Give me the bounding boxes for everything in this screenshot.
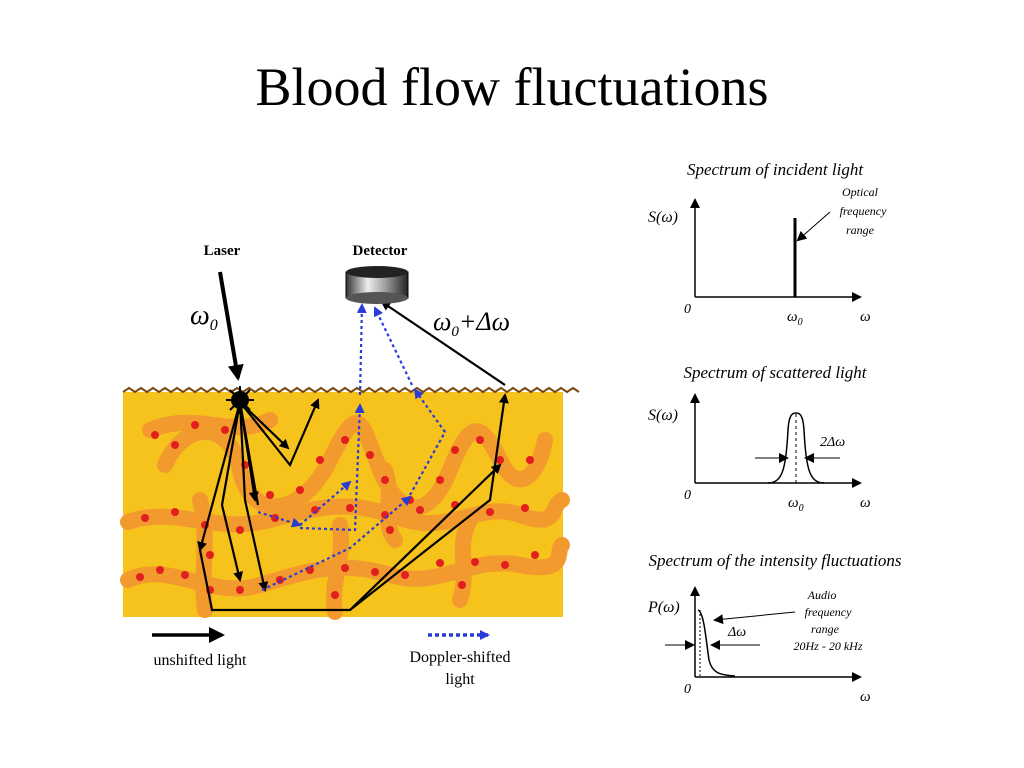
spectrum-incident-panel: Spectrum of incident light S(ω) 0 ω0 ω O…	[648, 160, 887, 328]
legend-doppler-label-1: Doppler-shifted	[410, 649, 511, 666]
scattered-width-label: 2Δω	[820, 435, 845, 450]
detected-frequency-label: ω0+Δω	[433, 307, 510, 340]
incident-x-axis-label: ω	[860, 309, 871, 325]
intensity-y-label: P(ω)	[647, 599, 680, 616]
doppler-paths	[257, 303, 447, 591]
skin-surface	[122, 386, 580, 394]
scattered-peak	[767, 412, 825, 484]
slide-title: Blood flow fluctuations	[255, 57, 769, 117]
laser-impact-icon	[226, 386, 254, 414]
legend-unshifted-label: unshifted light	[154, 652, 247, 669]
incident-y-label: S(ω)	[648, 209, 678, 226]
legend-doppler-label-2: light	[445, 671, 475, 688]
scattered-y-label: S(ω)	[648, 407, 678, 424]
detector-icon	[345, 266, 409, 304]
unshifted-paths	[197, 300, 509, 612]
detector-label: Detector	[353, 243, 408, 259]
intensity-curve	[697, 609, 736, 677]
incident-annotation-arrow	[796, 211, 831, 242]
incident-x-tick: ω0	[787, 309, 803, 328]
intensity-origin: 0	[684, 682, 691, 697]
scattered-x-axis-label: ω	[860, 495, 871, 511]
scattered-origin: 0	[684, 488, 691, 503]
incident-origin: 0	[684, 302, 691, 317]
intensity-annotation-2: frequency	[805, 605, 853, 619]
intensity-annotation-1: Audio	[807, 588, 837, 602]
incident-annotation-3: range	[846, 223, 875, 237]
intensity-width-label: Δω	[727, 625, 746, 640]
intensity-x-axis-label: ω	[860, 689, 871, 705]
laser-frequency-label: ω0	[190, 300, 218, 334]
spectrum-scattered-panel: Spectrum of scattered light S(ω) 2Δω 0 ω…	[648, 363, 871, 514]
laser-beam-arrow	[218, 271, 244, 381]
intensity-annotation-arrow	[713, 611, 796, 625]
laser-label: Laser	[204, 243, 241, 259]
scattered-x-tick: ω0	[788, 495, 804, 514]
spectrum-intensity-title: Spectrum of the intensity fluctuations	[648, 551, 901, 570]
spectrum-intensity-panel: Spectrum of the intensity fluctuations Δ…	[647, 551, 902, 705]
spectrum-incident-title: Spectrum of incident light	[687, 160, 864, 179]
spectrum-scattered-title: Spectrum of scattered light	[683, 363, 867, 382]
incident-annotation-1: Optical	[842, 185, 879, 199]
intensity-annotation-4: 20Hz - 20 kHz	[794, 639, 863, 653]
tissue-diagram: Laser Detector ω0 ω0+Δω unshifted light …	[120, 243, 580, 688]
incident-annotation-2: frequency	[840, 204, 888, 218]
intensity-annotation-3: range	[811, 622, 840, 636]
